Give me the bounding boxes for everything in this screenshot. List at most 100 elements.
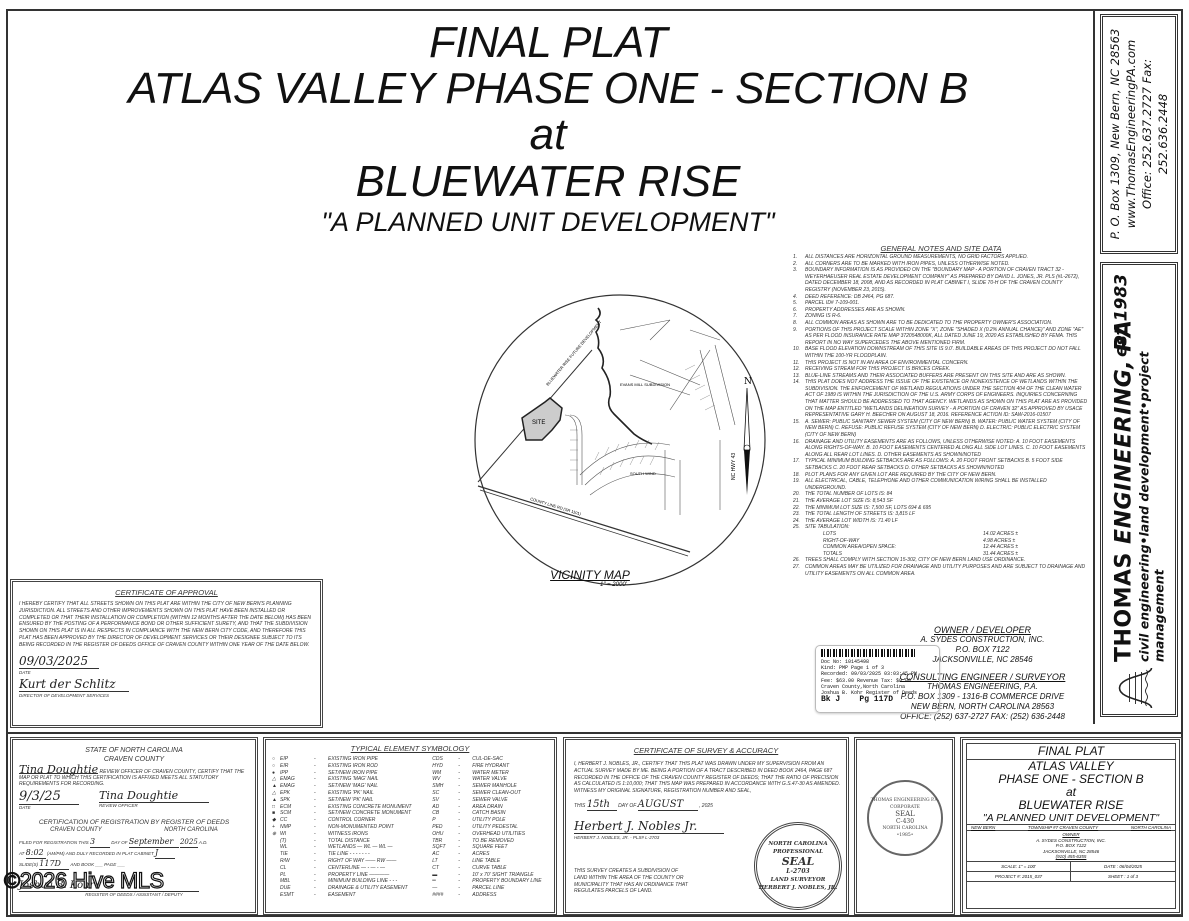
note-item: 15.A. SEWER: PUBLIC SANITARY SEWER SYSTE… xyxy=(793,418,1081,439)
symbology-row: —-PARCEL LINE xyxy=(432,885,505,892)
symbology-row: ####-ADDRESS xyxy=(432,891,497,898)
symbology-row: □ECM-EXISTING CONCRETE MONUMENT xyxy=(272,803,412,810)
firm-address: P. O. Box 1309, New Bern, NC 28563 xyxy=(1108,28,1122,240)
bottom-certificates-row xyxy=(6,732,1183,917)
symbology-row: WM-WATER METER xyxy=(432,769,509,776)
state-label: STATE OF NORTH CAROLINA xyxy=(85,747,183,754)
symbology-row: ■SCM-SET/NEW CONCRETE MONUMENT xyxy=(272,810,412,817)
svg-text:N: N xyxy=(744,377,752,387)
note-item: 11.THIS PROJECT IS NOT IN AN AREA OF ENV… xyxy=(793,359,969,366)
symbology-row: ═-PROPERTY BOUNDARY LINE xyxy=(432,878,542,885)
symbol-icon: ▲ xyxy=(272,796,277,803)
svg-text:BLUEWATER RISE FUTURE DEVELOPM: BLUEWATER RISE FUTURE DEVELOPMENT xyxy=(545,319,603,387)
svg-text:EVANS MILL SUBDIVISION: EVANS MILL SUBDIVISION xyxy=(620,382,670,387)
symbol-icon: △ xyxy=(272,776,276,783)
tb-info-grid: SCALE: 1" = 100' DATE : 06/04/2025 PROJE… xyxy=(967,861,1175,882)
engineer-address1: P.O. BOX 1309 - 1316-B COMMERCE DRIVE xyxy=(900,692,1065,701)
note-item: 10.BASE FLOOD ELEVATION DOWNSTREAM OF TH… xyxy=(793,346,1081,359)
symbol-icon xyxy=(272,858,280,865)
symbology-row: MBL-MINIMUM BUILDING LINE - - - xyxy=(272,878,428,885)
note-item: 23.THE TOTAL LENGTH OF STREETS IS: 3,815… xyxy=(793,511,915,518)
firm-tagline: civil engineering•land development•proje… xyxy=(1136,350,1167,662)
symbology-row: CL-CENTERLINE — - — - — xyxy=(272,865,428,872)
symbol-icon xyxy=(272,878,280,885)
approval-body: I HEREBY CERTIFY THAT ALL STREETS SHOWN … xyxy=(19,601,311,648)
survey-footer: THIS SURVEY CREATES A SUBDIVISION OF LAN… xyxy=(574,867,688,895)
tb-date: DATE : 06/04/2025 xyxy=(1071,862,1175,872)
recording-county: Craven County,North Carolina xyxy=(821,683,906,690)
symbology-row: +NMP-NON-MONUMENTED POINT xyxy=(272,823,394,830)
survey-cert-body: I, HERBERT J. NOBLES, JR., CERTIFY THAT … xyxy=(574,761,841,795)
note-item: 17.TYPICAL MINIMUM BUILDING SETBACKS ARE… xyxy=(793,458,1063,471)
title-development: BLUEWATER RISE xyxy=(355,157,741,206)
tb-location: NEW BERN TOWNSHIP #7 CRAVEN COUNTY NORTH… xyxy=(967,825,1175,831)
page-number: Pg 117D xyxy=(859,695,894,705)
symbology-row: ▬-10' x 70' SIGHT TRIANGLE xyxy=(432,871,534,878)
svg-text:SITE: SITE xyxy=(532,420,545,426)
symbology-row: AD-AREA DRAIN xyxy=(432,803,503,810)
wave-logo-icon xyxy=(1118,667,1153,708)
engineer-name: THOMAS ENGINEERING, P.A. xyxy=(927,682,1038,691)
symbology-row: LT-LINE TABLE xyxy=(432,857,501,864)
note-item: 18.PLOT PLANS FOR ANY GIVEN LOT ARE REQU… xyxy=(793,471,997,478)
firm-phone: Office: 252.637.2727 Fax: 252.636.2448 xyxy=(1140,59,1170,209)
symbology-row: R/W-RIGHT OF WAY —— RW —— xyxy=(272,858,428,865)
note-item: 8.ALL COMMON AREAS AS SHOWN ARE TO BE DE… xyxy=(793,319,1053,326)
certificate-of-approval: CERTIFICATE OF APPROVAL I HEREBY CERTIFY… xyxy=(10,579,323,728)
note-item: 5.PARCEL ID# 7-109-001. xyxy=(793,300,860,307)
note-item: 13.BLUE-LINE STREAMS AND THEIR ASSOCIATE… xyxy=(793,372,1067,379)
surveyor-label: HERBERT J. NOBLES, JR. - PLS# L-2703 xyxy=(574,834,660,840)
owner-name: A. SYDES CONSTRUCTION, INC. xyxy=(920,635,1045,644)
tb-phase: PHASE ONE - SECTION B xyxy=(998,772,1144,786)
owner-address1: P.O. BOX 7122 xyxy=(955,645,1010,654)
symbol-icon: + xyxy=(272,823,275,830)
tb-sheet: SHEET : 1 of 3 xyxy=(1071,872,1175,882)
note-item: 16.DRAINAGE AND UTILITY EASEMENTS ARE AS… xyxy=(793,438,1086,458)
doc-number: Doc No: 10145498 xyxy=(821,659,870,665)
general-notes-title: GENERAL NOTES AND SITE DATA xyxy=(880,244,1002,253)
symbology-row: △EMAG-EXISTING 'MAG' NAIL xyxy=(272,776,379,783)
symbology-row: DUE-DRAINAGE & UTILITY EASEMENT xyxy=(272,885,428,892)
review-officer-signature-2: Tina Doughtie xyxy=(99,789,209,803)
element-symbology-legend: TYPICAL ELEMENT SYMBOLOGY ○EIP-EXISTING … xyxy=(263,737,557,915)
symbology-row: PED-UTILITY PEDESTAL xyxy=(432,823,518,830)
note-item: 26.TREES SHALL COMPLY WITH SECTION 15-30… xyxy=(793,557,1026,564)
symbology-row: HYD-FIRE HYDRANT xyxy=(432,762,510,769)
surveyor-seal-icon: NORTH CAROLINA PROFESSIONAL SEAL L-2703 … xyxy=(754,822,842,910)
symbology-row: (T)-TOTAL DISTANCE xyxy=(272,838,428,845)
right-strip xyxy=(1093,9,1183,724)
symbology-row: SMH-SEWER MANHOLE xyxy=(432,783,517,790)
vicinity-map: SITE EVANS MILL SUBDIVISION SOUTH WIND C… xyxy=(474,294,766,586)
copyright-watermark: ©2026 Hive MLS xyxy=(3,867,164,893)
survey-day: 15th xyxy=(586,799,617,811)
symbology-row: AC-ACRES xyxy=(432,851,490,858)
register-of-deeds: Joshua B. Kohr Register of Deeds xyxy=(821,690,918,697)
recording-label: Doc No: 10145498 Kind: PMP Page 1 of 3 R… xyxy=(815,645,940,713)
symbology-row: CB-CATCH BASIN xyxy=(432,810,506,817)
review-text: REVIEW OFFICER OF CRAVEN COUNTY, CERTIFY… xyxy=(19,769,245,787)
registration-title: CERTIFICATION OF REGISTRATION BY REGISTE… xyxy=(38,819,230,826)
tb-scale: SCALE: 1" = 100' xyxy=(967,861,1071,872)
review-officer-certificate: STATE OF NORTH CAROLINA CRAVEN COUNTY Ti… xyxy=(10,737,258,915)
filed-year: 2025 xyxy=(179,838,198,848)
review-date: 9/3/25 xyxy=(19,789,79,805)
note-item: 27.COMMON AREAS MAY BE UTILIZED FOR DRAI… xyxy=(793,563,1086,577)
vicinity-map-scale: 1" = 2000' xyxy=(600,582,627,588)
symbology-row: P-UTILITY POLE xyxy=(432,817,506,824)
corporate-seal-panel: THOMAS ENGINEERING P.A. CORPORATE SEAL C… xyxy=(854,737,955,915)
firm-website: www.ThomasEngineeringPA.com xyxy=(1124,39,1138,229)
note-item: 2.ALL CORNERS ARE TO BE MARKED WITH IRON… xyxy=(793,260,1010,267)
engineer-address2: NEW BERN, NORTH CAROLINA 28563 xyxy=(910,702,1055,711)
tb-pud: "A PLANNED UNIT DEVELOPMENT" xyxy=(982,812,1160,824)
symbology-row: ◆CC-CONTROL CORNER xyxy=(272,817,376,824)
doc-kind: Kind: PMP Page 1 of 3 xyxy=(821,665,885,672)
approval-date-label: DATE xyxy=(19,669,31,675)
filed-day: 3 xyxy=(89,837,110,848)
symbology-row: ▲SPK-SET/NEW 'PK' NAIL xyxy=(272,796,374,803)
symbol-icon xyxy=(272,892,280,899)
review-officer-signature: Tina Doughtie xyxy=(19,763,99,776)
owner-heading: OWNER / DEVELOPER xyxy=(933,625,1032,635)
symbology-row: ESMT-EASEMENT xyxy=(272,892,428,899)
note-item: 19.ALL ELECTRICAL, CABLE, TELEPHONE AND … xyxy=(793,478,1047,491)
